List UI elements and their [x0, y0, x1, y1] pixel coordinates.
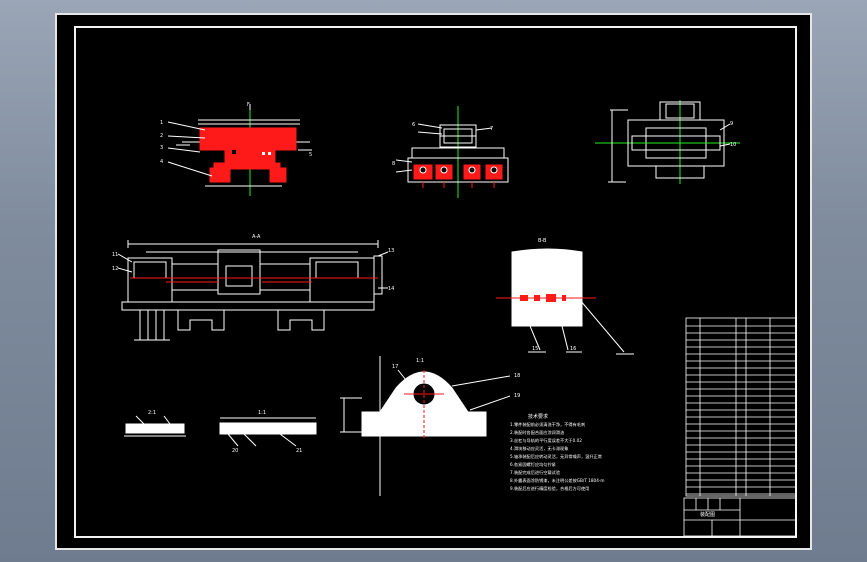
callout-17: 17: [392, 364, 398, 370]
callout-16: 16: [570, 346, 576, 352]
view-label-aa: A-A: [252, 234, 261, 240]
note-line: 6.各紧固螺钉应均匀拧紧: [510, 461, 556, 468]
note-line: 4.滑块移动应灵活，无卡滞现象: [510, 445, 568, 452]
callout-9: 9: [730, 121, 733, 127]
view-label-plate-b: 1:1: [258, 410, 266, 416]
note-line: 1.零件装配前必须清洗干净，不得有毛刺: [510, 421, 585, 428]
note-line: 9.装配后应进行精度检验，合格后方可使用: [510, 485, 589, 492]
note-line: 2.装配时各配合面应涂润滑油: [510, 429, 564, 436]
callout-7: 7: [490, 126, 493, 132]
callout-21: 21: [296, 448, 302, 454]
callout-10: 10: [730, 142, 736, 148]
notes-title: 技术要求: [528, 413, 548, 420]
note-line: 5.轴承装配后应转动灵活，无异常噪声，温升正常: [510, 453, 602, 460]
callout-20: 20: [232, 448, 238, 454]
callout-13: 13: [388, 248, 394, 254]
callout-5: 5: [309, 152, 312, 158]
bearing-support-view: [340, 356, 511, 496]
callout-6: 6: [412, 122, 415, 128]
note-line: 3.丝杠与导轨的平行度误差不大于0.02: [510, 437, 582, 444]
title-block-title: 装配图: [700, 511, 715, 518]
parts-list-table: [685, 317, 797, 497]
callout-3: 3: [160, 145, 163, 151]
title-block: [683, 497, 797, 537]
side-view-assembly: [395, 106, 509, 198]
callout-2: 2: [160, 133, 163, 139]
front-view-assembly: [167, 104, 312, 196]
callout-18: 18: [514, 373, 520, 379]
note-line: 8.外露表面涂防锈漆，未注明公差按GB/T 1804-m: [510, 477, 604, 484]
top-view-assembly: [595, 100, 740, 184]
view-label-support: 1:1: [416, 358, 424, 364]
callout-15: 15: [532, 346, 538, 352]
view-label-plate-a: 2:1: [148, 410, 156, 416]
view-label-bb: B-B: [538, 238, 547, 244]
callout-14: 14: [388, 286, 394, 292]
callout-12: 12: [112, 266, 118, 272]
technical-notes: 1.零件装配前必须清洗干净，不得有毛刺2.装配时各配合面应涂润滑油3.丝杠与导轨…: [510, 421, 604, 492]
drawing-frame: [74, 26, 797, 538]
section-view-aa: [117, 240, 389, 341]
callout-8: 8: [392, 161, 395, 167]
plate-views: [124, 415, 317, 447]
callout-1: 1: [160, 120, 163, 126]
note-line: 7.装配完成后进行空载试验: [510, 469, 561, 476]
callout-19: 19: [514, 393, 520, 399]
callout-4: 4: [160, 159, 163, 165]
section-view-bb: [496, 248, 634, 355]
view-label-f: F: [247, 102, 250, 108]
callout-11: 11: [112, 252, 118, 258]
